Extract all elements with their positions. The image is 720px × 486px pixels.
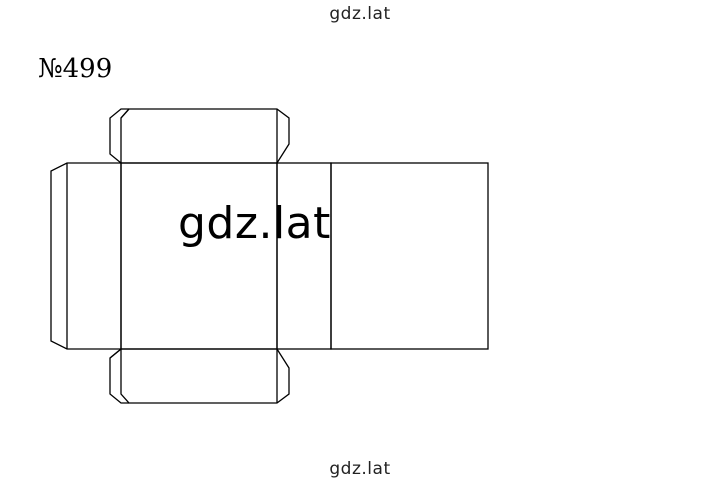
watermark-center: gdz.lat xyxy=(178,198,331,249)
net-flap-top-left-edge xyxy=(109,108,129,164)
watermark-top: gdz.lat xyxy=(329,4,391,24)
net-face-center xyxy=(120,162,278,350)
net-face-narrow-right xyxy=(276,162,332,350)
watermark-bottom: gdz.lat xyxy=(329,459,391,479)
net-flap-top-fold-left xyxy=(120,108,130,119)
net-flap-bottom-left-edge xyxy=(109,348,129,404)
net-flap-top xyxy=(120,108,290,164)
net-flap-bottom xyxy=(120,348,290,404)
problem-number: №499 xyxy=(38,54,113,84)
net-face-large-right xyxy=(330,162,489,350)
net-flap-left xyxy=(50,162,122,350)
